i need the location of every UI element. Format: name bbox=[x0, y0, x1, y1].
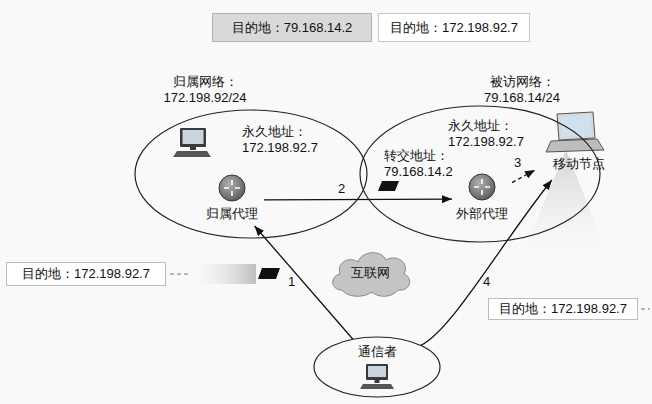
laptop-icon bbox=[557, 112, 595, 140]
node-label: 外部代理 bbox=[452, 206, 512, 222]
network-heading: 被访网络：79.168.14/24 bbox=[470, 74, 574, 106]
ellipse-outline bbox=[360, 106, 600, 242]
foreign-agent: 外部代理 bbox=[452, 172, 512, 226]
packet-motion-blur bbox=[258, 268, 280, 279]
correspondent-computer-icon bbox=[366, 364, 388, 380]
callout-number: 3 bbox=[514, 155, 521, 171]
network-heading-text: 被访网络： bbox=[470, 74, 574, 90]
packet-header-box: 目的地：79.168.14.2 bbox=[212, 13, 372, 42]
home-computer-icon bbox=[173, 151, 211, 157]
network-heading-text: 79.168.14/24 bbox=[470, 90, 574, 106]
home-computer-icon bbox=[183, 130, 204, 144]
packet-header-box: 目的地：172.198.92.7 bbox=[378, 13, 530, 42]
packet-motion-blur bbox=[194, 264, 256, 284]
packet-motion-blur bbox=[194, 264, 280, 284]
router-icon bbox=[219, 175, 245, 201]
router-icon bbox=[469, 174, 495, 200]
correspondent-computer-icon bbox=[360, 384, 394, 389]
box-text: 目的地：79.168.14.2 bbox=[232, 20, 353, 36]
router-icon bbox=[224, 180, 240, 196]
correspondent-computer-icon bbox=[375, 380, 380, 383]
callout-number: 2 bbox=[338, 181, 345, 197]
node-label: 互联网 bbox=[328, 265, 412, 281]
box-text: 目的地：172.198.92.7 bbox=[499, 301, 627, 317]
home-computer-icon bbox=[180, 128, 206, 147]
router-icon bbox=[474, 179, 490, 195]
box-text: 目的地：172.198.92.7 bbox=[22, 266, 150, 282]
router-icon bbox=[219, 175, 245, 201]
router-icon bbox=[469, 174, 495, 200]
correspondent: 通信者 bbox=[313, 336, 441, 398]
callout-number: 4 bbox=[483, 274, 490, 290]
destination-box: 目的地：172.198.92.7 bbox=[6, 262, 166, 286]
internet-cloud: 互联网 bbox=[328, 246, 412, 300]
mobile-node: 移动节点 bbox=[535, 112, 623, 180]
leader-dashes bbox=[641, 309, 650, 310]
laptop-icon bbox=[546, 139, 604, 152]
home-agent: 归属代理 bbox=[200, 174, 264, 226]
network-heading: 归属网络：172.198.92/24 bbox=[153, 74, 257, 106]
correspondent-computer-icon bbox=[368, 366, 386, 377]
address-label: 永久地址： 172.198.92.7 bbox=[242, 124, 330, 156]
home-network: 归属网络：172.198.92/24 归属代理 bbox=[133, 74, 369, 240]
address-label: 永久地址： 172.198.92.7 bbox=[448, 118, 534, 150]
packet-icon bbox=[378, 181, 399, 191]
leader-dashes bbox=[170, 274, 190, 275]
callout-number: 1 bbox=[288, 274, 295, 290]
network-heading-text: 归属网络： bbox=[153, 74, 257, 90]
destination-box: 目的地：172.198.92.7 bbox=[488, 298, 638, 320]
connector bbox=[512, 170, 535, 183]
ellipse-outline bbox=[314, 337, 440, 397]
ellipse-outline bbox=[135, 110, 367, 238]
node-label: 移动节点 bbox=[535, 156, 623, 172]
box-text: 目的地：172.198.92.7 bbox=[390, 20, 518, 36]
correspondent-computer-icon bbox=[360, 364, 394, 389]
packet-icon bbox=[378, 181, 399, 191]
address-label: 转交地址： 79.168.14.2 bbox=[384, 148, 464, 180]
network-heading-text: 172.198.92/24 bbox=[153, 90, 257, 106]
node-label: 归属代理 bbox=[200, 206, 264, 222]
connector bbox=[421, 180, 552, 345]
home-computer-icon bbox=[190, 147, 196, 150]
node-label: 通信者 bbox=[313, 344, 441, 360]
home-computer-icon bbox=[173, 128, 211, 157]
